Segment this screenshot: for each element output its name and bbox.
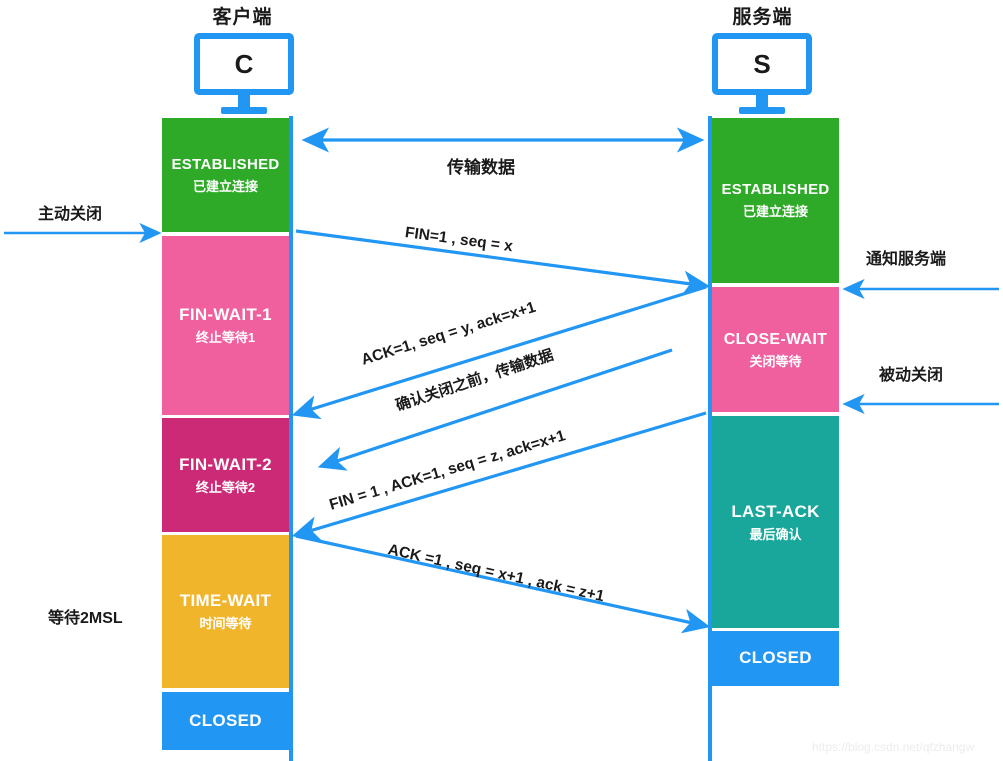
client-state-established-name: ESTABLISHED bbox=[171, 155, 280, 173]
server-state-closed-name: CLOSED bbox=[739, 648, 812, 668]
client-state-time-wait-name: TIME-WAIT bbox=[179, 591, 272, 610]
client-monitor-icon: C bbox=[194, 33, 294, 114]
server-state-close-wait-name: CLOSE-WAIT bbox=[723, 330, 828, 348]
client-state-time-wait-cn: 时间等待 bbox=[199, 616, 252, 632]
client-state-established-cn: 已建立连接 bbox=[192, 178, 258, 194]
server-state-established-name: ESTABLISHED bbox=[721, 181, 830, 199]
client-monitor-neck bbox=[238, 95, 250, 107]
server-state-closed: CLOSED bbox=[712, 631, 839, 686]
message-fin-1: FIN=1 , seq = x bbox=[403, 224, 514, 256]
client-state-fin-wait-1-name: FIN-WAIT-1 bbox=[179, 305, 272, 324]
label-notify-server: 通知服务端 bbox=[866, 251, 947, 268]
client-monitor-base bbox=[221, 107, 267, 114]
client-state-fin-wait-2-name: FIN-WAIT-2 bbox=[179, 454, 272, 474]
label-active-close: 主动关闭 bbox=[38, 206, 103, 223]
server-monitor-icon: S bbox=[712, 33, 812, 114]
server-monitor-neck bbox=[756, 95, 768, 107]
label-passive-close: 被动关闭 bbox=[879, 367, 944, 384]
server-monitor-base bbox=[739, 107, 785, 114]
message-final-ack: ACK =1 , seq = x+1 , ack = z+1 bbox=[386, 541, 606, 606]
client-monitor-screen: C bbox=[194, 33, 294, 95]
server-monitor-letter: S bbox=[753, 48, 771, 79]
client-state-closed: CLOSED bbox=[162, 692, 289, 750]
server-state-last-ack-name: LAST-ACK bbox=[731, 501, 820, 521]
client-state-time-wait: TIME-WAIT 时间等待 bbox=[162, 535, 289, 688]
server-state-last-ack: LAST-ACK 最后确认 bbox=[712, 416, 839, 628]
server-state-last-ack-cn: 最后确认 bbox=[749, 526, 802, 542]
client-state-fin-wait-2-cn: 终止等待2 bbox=[195, 479, 256, 495]
server-state-close-wait: CLOSE-WAIT 关闭等待 bbox=[712, 287, 839, 412]
server-monitor-screen: S bbox=[712, 33, 812, 95]
client-state-fin-wait-2: FIN-WAIT-2 终止等待2 bbox=[162, 418, 289, 532]
client-state-closed-name: CLOSED bbox=[189, 710, 262, 730]
server-state-established-cn: 已建立连接 bbox=[742, 204, 808, 220]
message-fin-ack: FIN = 1 , ACK=1, seq = z, ack=x+1 bbox=[327, 427, 568, 514]
message-transfer-before-close: 确认关闭之前，传输数据 bbox=[393, 346, 556, 415]
server-title: 服务端 bbox=[732, 7, 793, 28]
client-state-established: ESTABLISHED 已建立连接 bbox=[162, 118, 289, 232]
message-transfer-data: 传输数据 bbox=[447, 158, 515, 177]
client-state-fin-wait-1-cn: 终止等待1 bbox=[195, 330, 256, 346]
client-monitor-letter: C bbox=[234, 48, 254, 79]
client-state-fin-wait-1: FIN-WAIT-1 终止等待1 bbox=[162, 236, 289, 415]
client-lifeline bbox=[289, 116, 293, 761]
watermark: https://blog.csdn.net/qfzhangw bbox=[812, 740, 975, 754]
client-title: 客户端 bbox=[212, 7, 273, 28]
label-wait-2msl: 等待2MSL bbox=[48, 610, 123, 627]
server-state-established: ESTABLISHED 已建立连接 bbox=[712, 118, 839, 283]
server-state-close-wait-cn: 关闭等待 bbox=[749, 353, 802, 369]
server-lifeline bbox=[708, 116, 712, 761]
